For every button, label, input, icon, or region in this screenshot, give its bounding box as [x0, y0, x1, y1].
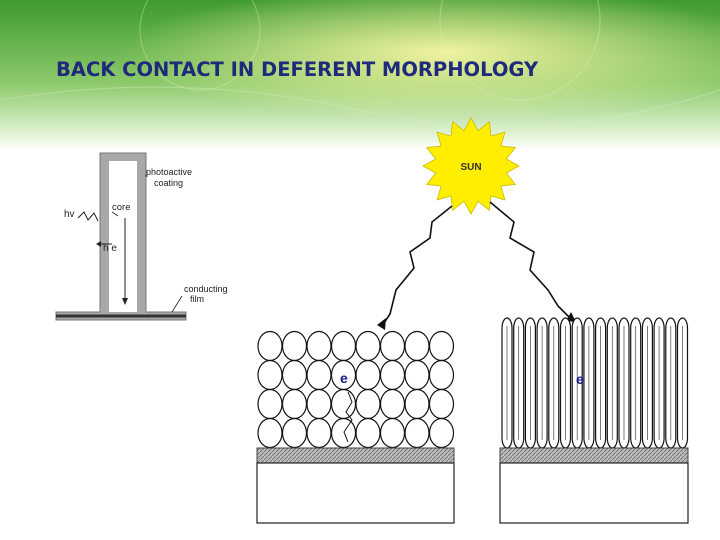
particle	[257, 359, 283, 391]
header-banner	[0, 0, 720, 150]
particle	[306, 417, 332, 449]
label-conducting: conducting	[184, 284, 228, 294]
particle	[404, 359, 430, 391]
light-arrowhead-left	[377, 318, 386, 330]
sun: SUN	[422, 117, 520, 215]
leader-conducting	[171, 295, 183, 313]
particle	[355, 388, 381, 420]
particle-substrate	[256, 462, 455, 524]
label-photoactive: photoactive	[146, 167, 192, 177]
label-core: core	[112, 202, 130, 213]
particle	[355, 417, 381, 449]
particle	[379, 388, 406, 420]
particle	[330, 417, 357, 449]
particle-substrate-hatch	[256, 447, 455, 464]
particle-electron-path	[343, 391, 353, 443]
particle	[355, 359, 381, 391]
particle	[355, 330, 381, 362]
nanowire-panel: e	[499, 317, 689, 524]
particle-electron-label: e	[340, 370, 348, 386]
sun-star	[422, 117, 520, 215]
hole-arrowhead	[96, 241, 101, 247]
particle	[404, 417, 430, 449]
sun-label: SUN	[460, 162, 481, 173]
nanowire-electron-label: e	[576, 371, 584, 387]
particle	[281, 359, 308, 391]
label-hole-electron: h e	[103, 243, 117, 254]
rod-diagram: photoactive coating core hv h e conducti…	[55, 152, 228, 321]
particle	[379, 330, 406, 362]
nanowire-substrate	[499, 462, 689, 524]
label-film: film	[190, 294, 204, 304]
particle	[257, 388, 283, 420]
slide-title: BACK CONTACT IN DEFERENT MORPHOLOGY	[56, 58, 539, 81]
particle-panel: e	[256, 330, 455, 524]
particle	[379, 359, 406, 391]
particle	[330, 330, 357, 362]
rod-core	[109, 161, 137, 312]
particle	[306, 359, 332, 391]
particle	[428, 330, 455, 362]
nanowire-array	[501, 317, 689, 449]
nanowire-substrate-hatch	[499, 447, 689, 464]
light-paths	[377, 201, 576, 330]
particle	[257, 330, 283, 362]
particle	[306, 330, 332, 362]
light-path-left	[381, 205, 453, 327]
particle	[428, 359, 455, 391]
particle	[428, 417, 455, 449]
label-coating: coating	[154, 178, 183, 188]
particle	[428, 388, 455, 420]
particle	[379, 417, 406, 449]
particle	[330, 388, 357, 420]
leader-core	[111, 211, 119, 217]
particle	[281, 388, 308, 420]
photon-arrow	[77, 211, 99, 222]
light-path-right	[489, 201, 571, 319]
particle	[281, 417, 308, 449]
label-photon: hv	[64, 209, 75, 220]
particle	[404, 330, 430, 362]
particle-grid	[257, 330, 455, 449]
particle	[404, 388, 430, 420]
particle	[306, 388, 332, 420]
particle	[281, 330, 308, 362]
particle	[257, 417, 283, 449]
electron-arrowhead	[122, 298, 128, 305]
